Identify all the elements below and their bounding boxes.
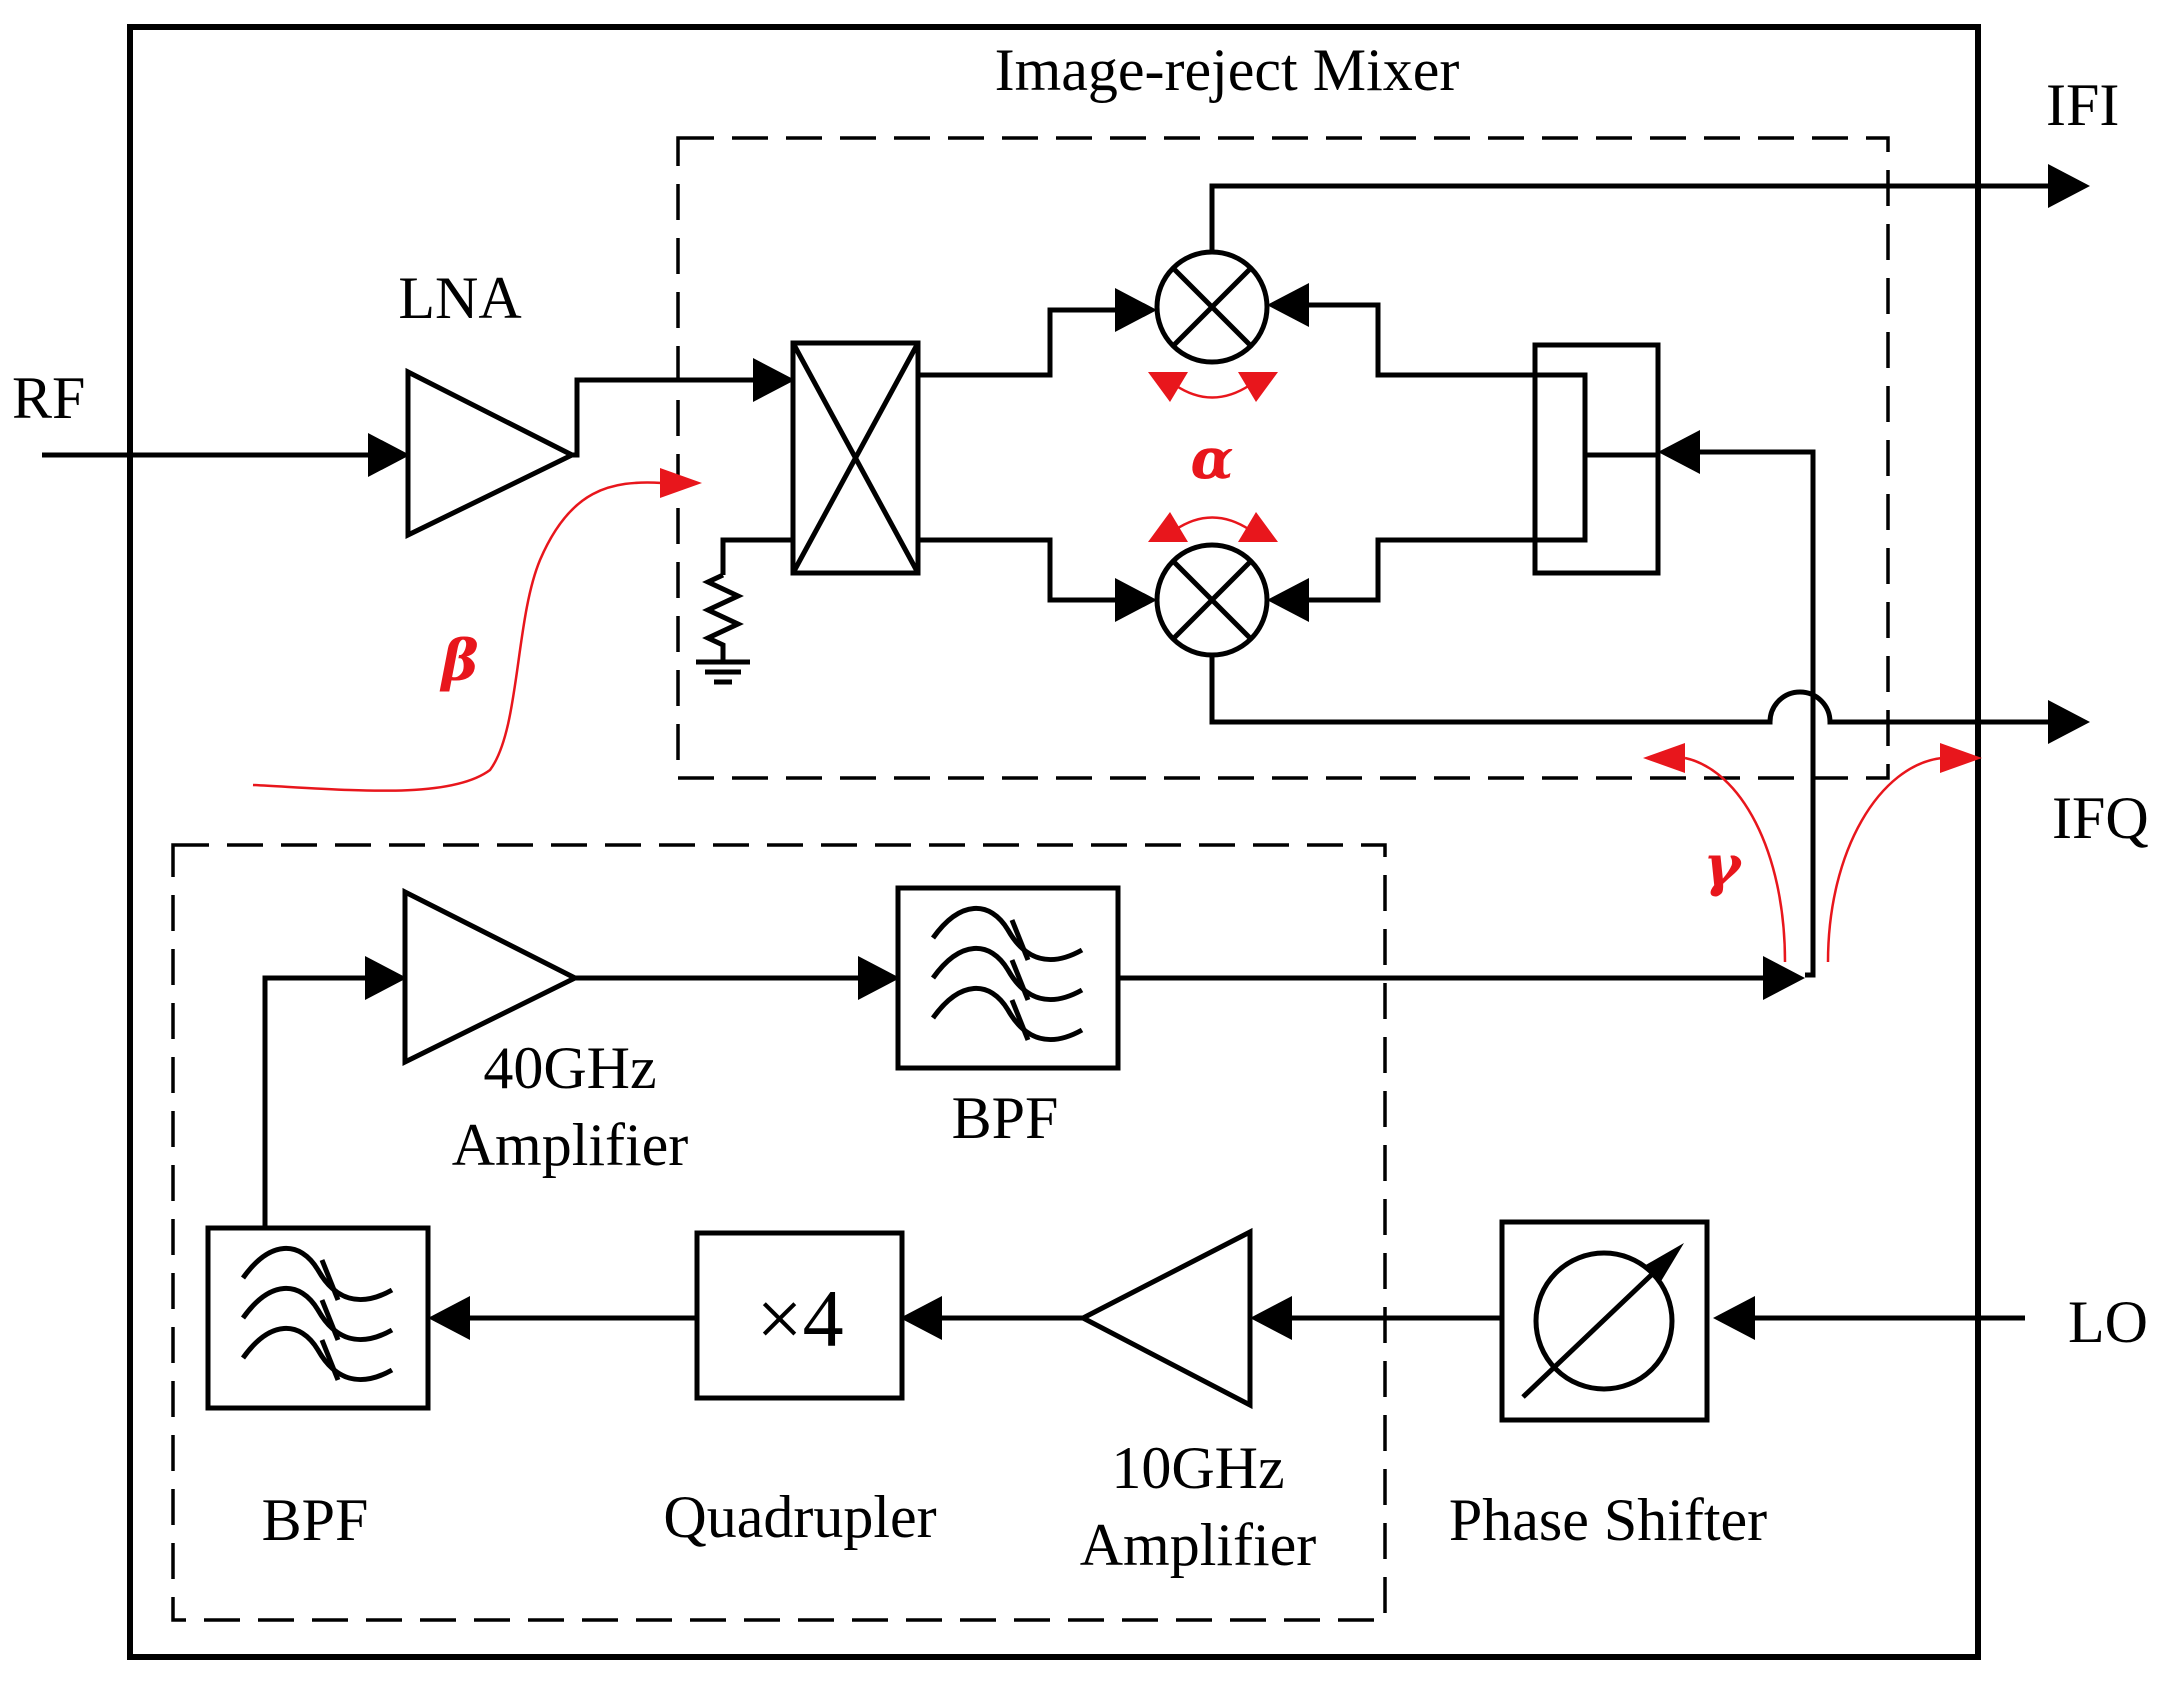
lna-label: LNA	[398, 265, 521, 331]
divider-to-mixer-bottom-wire	[1305, 537, 1535, 603]
rf-label: RF	[12, 365, 85, 431]
ifq-arrow	[2048, 700, 2090, 744]
alpha-bottom-right-head	[1238, 512, 1278, 542]
ifi-output-wire	[1209, 183, 2048, 252]
bpf-bottom	[205, 1225, 431, 1411]
beta-head	[660, 468, 702, 498]
ifi-arrow	[2048, 164, 2090, 208]
lna-amplifier	[405, 367, 578, 540]
quad-input-arrow	[900, 1296, 942, 1340]
outer-frame	[127, 24, 1981, 1660]
quadrupler-symbol: ×4	[756, 1273, 843, 1364]
lo-label: LO	[2068, 1289, 2148, 1355]
bpf-top-symbol	[930, 905, 1084, 1042]
mixer-top-left-arrow	[1115, 288, 1157, 332]
bpf-top-input-arrow	[858, 956, 900, 1000]
mixer-bottom-right-arrow	[1267, 578, 1309, 622]
hybrid-cross-2	[790, 341, 921, 575]
alpha-bottom-left-head	[1148, 512, 1188, 542]
mixer-bottom	[1154, 542, 1270, 658]
termination-wire	[720, 537, 793, 575]
quadrupler-label: Quadrupler	[663, 1484, 936, 1550]
mixer-bottom-left-arrow	[1115, 578, 1157, 622]
hybrid-to-mixer-bottom-wire	[918, 537, 1115, 603]
alpha-arc-top	[1174, 383, 1251, 399]
bpf-bottom-label: BPF	[262, 1487, 369, 1553]
ifq-label: IFQ	[2052, 785, 2149, 851]
bpf-top	[895, 885, 1121, 1071]
lo-chain-dashed-region	[171, 843, 1387, 1622]
gamma-right-head	[1940, 743, 1982, 773]
alpha-top-right-head	[1238, 372, 1278, 402]
power-divider	[1532, 342, 1661, 576]
alpha-top-left-head	[1148, 372, 1188, 402]
gamma-path-right	[1826, 756, 1943, 963]
mixer-dashed-region	[676, 136, 1890, 780]
amp10-input-arrow	[1250, 1296, 1292, 1340]
gamma-label: γ	[1704, 833, 1744, 899]
alpha-arc-bottom	[1174, 516, 1251, 532]
gamma-path-left	[1684, 756, 1787, 963]
amp10-label-line1: 10GHz	[1111, 1435, 1284, 1501]
divider-to-mixer-top-wire	[1305, 302, 1535, 378]
quadrupler	[694, 1230, 905, 1401]
bpf-to-amp40-wire	[262, 975, 365, 1228]
hybrid-input-arrow	[753, 358, 795, 402]
phase-shifter-arrow-line	[1521, 1260, 1667, 1399]
beta-label: β	[439, 628, 478, 694]
mixer-top	[1154, 249, 1270, 365]
phase-shifter-arrow-head	[1644, 1243, 1684, 1283]
ifi-label: IFI	[2046, 72, 2119, 138]
amp40-label-line1: 40GHz	[483, 1035, 656, 1101]
lna-output-wire	[572, 377, 755, 458]
bpf-bottom-input-arrow	[428, 1296, 470, 1340]
rf-arrow	[368, 433, 410, 477]
mixer-top-right-arrow	[1267, 283, 1309, 327]
hybrid-to-mixer-top-wire	[918, 307, 1115, 378]
termination-resistor	[702, 572, 744, 662]
amp40-label-line2: Amplifier	[452, 1112, 689, 1178]
amp10-label-line2: Amplifier	[1080, 1512, 1317, 1578]
amplifier-40ghz	[402, 887, 581, 1067]
amp40-input-arrow	[365, 956, 407, 1000]
lo-feed-wire	[1698, 449, 1816, 978]
phase-shifter-label: Phase Shifter	[1449, 1487, 1767, 1553]
amplifier-10ghz	[1077, 1227, 1253, 1410]
lo-feed-arrow	[1763, 956, 1805, 1000]
phase-shifter-input-arrow	[1713, 1296, 1755, 1340]
divider-input-arrow	[1658, 430, 1700, 474]
bpf-top-label: BPF	[952, 1085, 1059, 1151]
alpha-label: α	[1190, 426, 1233, 492]
ifq-output-wire	[1209, 655, 2048, 725]
mixer-title: Image-reject Mixer	[995, 37, 1460, 103]
bpf-bottom-symbol	[240, 1245, 394, 1382]
phase-shifter-circle	[1533, 1250, 1675, 1392]
gamma-left-head	[1643, 743, 1685, 773]
beta-path	[252, 481, 663, 792]
